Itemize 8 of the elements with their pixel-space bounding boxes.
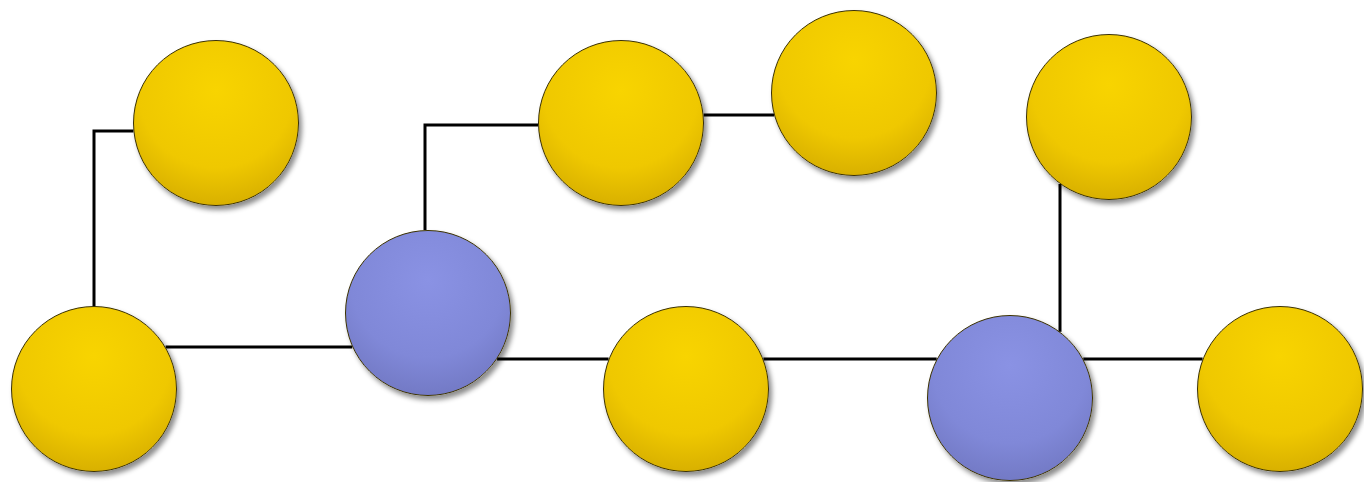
connector-line <box>1083 357 1203 361</box>
connector-line <box>763 357 937 361</box>
connector-line <box>497 357 609 361</box>
connector-line <box>703 113 774 117</box>
connector-line <box>165 345 353 349</box>
connector-line <box>92 129 134 306</box>
connector-line <box>423 123 538 231</box>
connector-line <box>1058 184 1062 332</box>
